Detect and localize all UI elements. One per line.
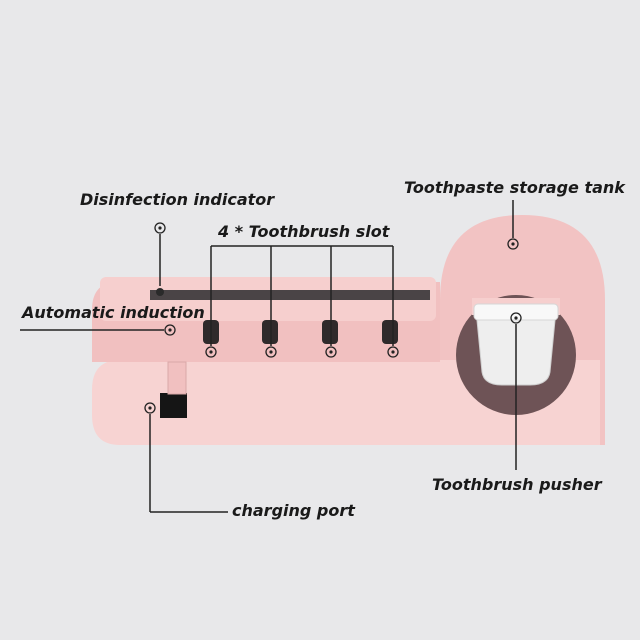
- toothbrush-slot-2: [262, 320, 278, 344]
- label-toothpaste-tank: Toothpaste storage tank: [404, 178, 625, 197]
- leader-lines: [20, 200, 517, 513]
- charging-port: [160, 393, 187, 418]
- label-toothbrush-slot: 4 * Toothbrush slot: [218, 222, 390, 241]
- indicator-strip: [150, 290, 430, 300]
- marker-icons: [144, 222, 522, 414]
- label-charging-port: charging port: [232, 501, 355, 520]
- label-toothbrush-pusher: Toothbrush pusher: [432, 475, 602, 494]
- toothbrush-slot-3: [322, 320, 338, 344]
- label-automatic-induction: Automatic induction: [22, 303, 205, 322]
- toothbrush-slot-4: [382, 320, 398, 344]
- label-disinfection-indicator: Disinfection indicator: [80, 190, 275, 209]
